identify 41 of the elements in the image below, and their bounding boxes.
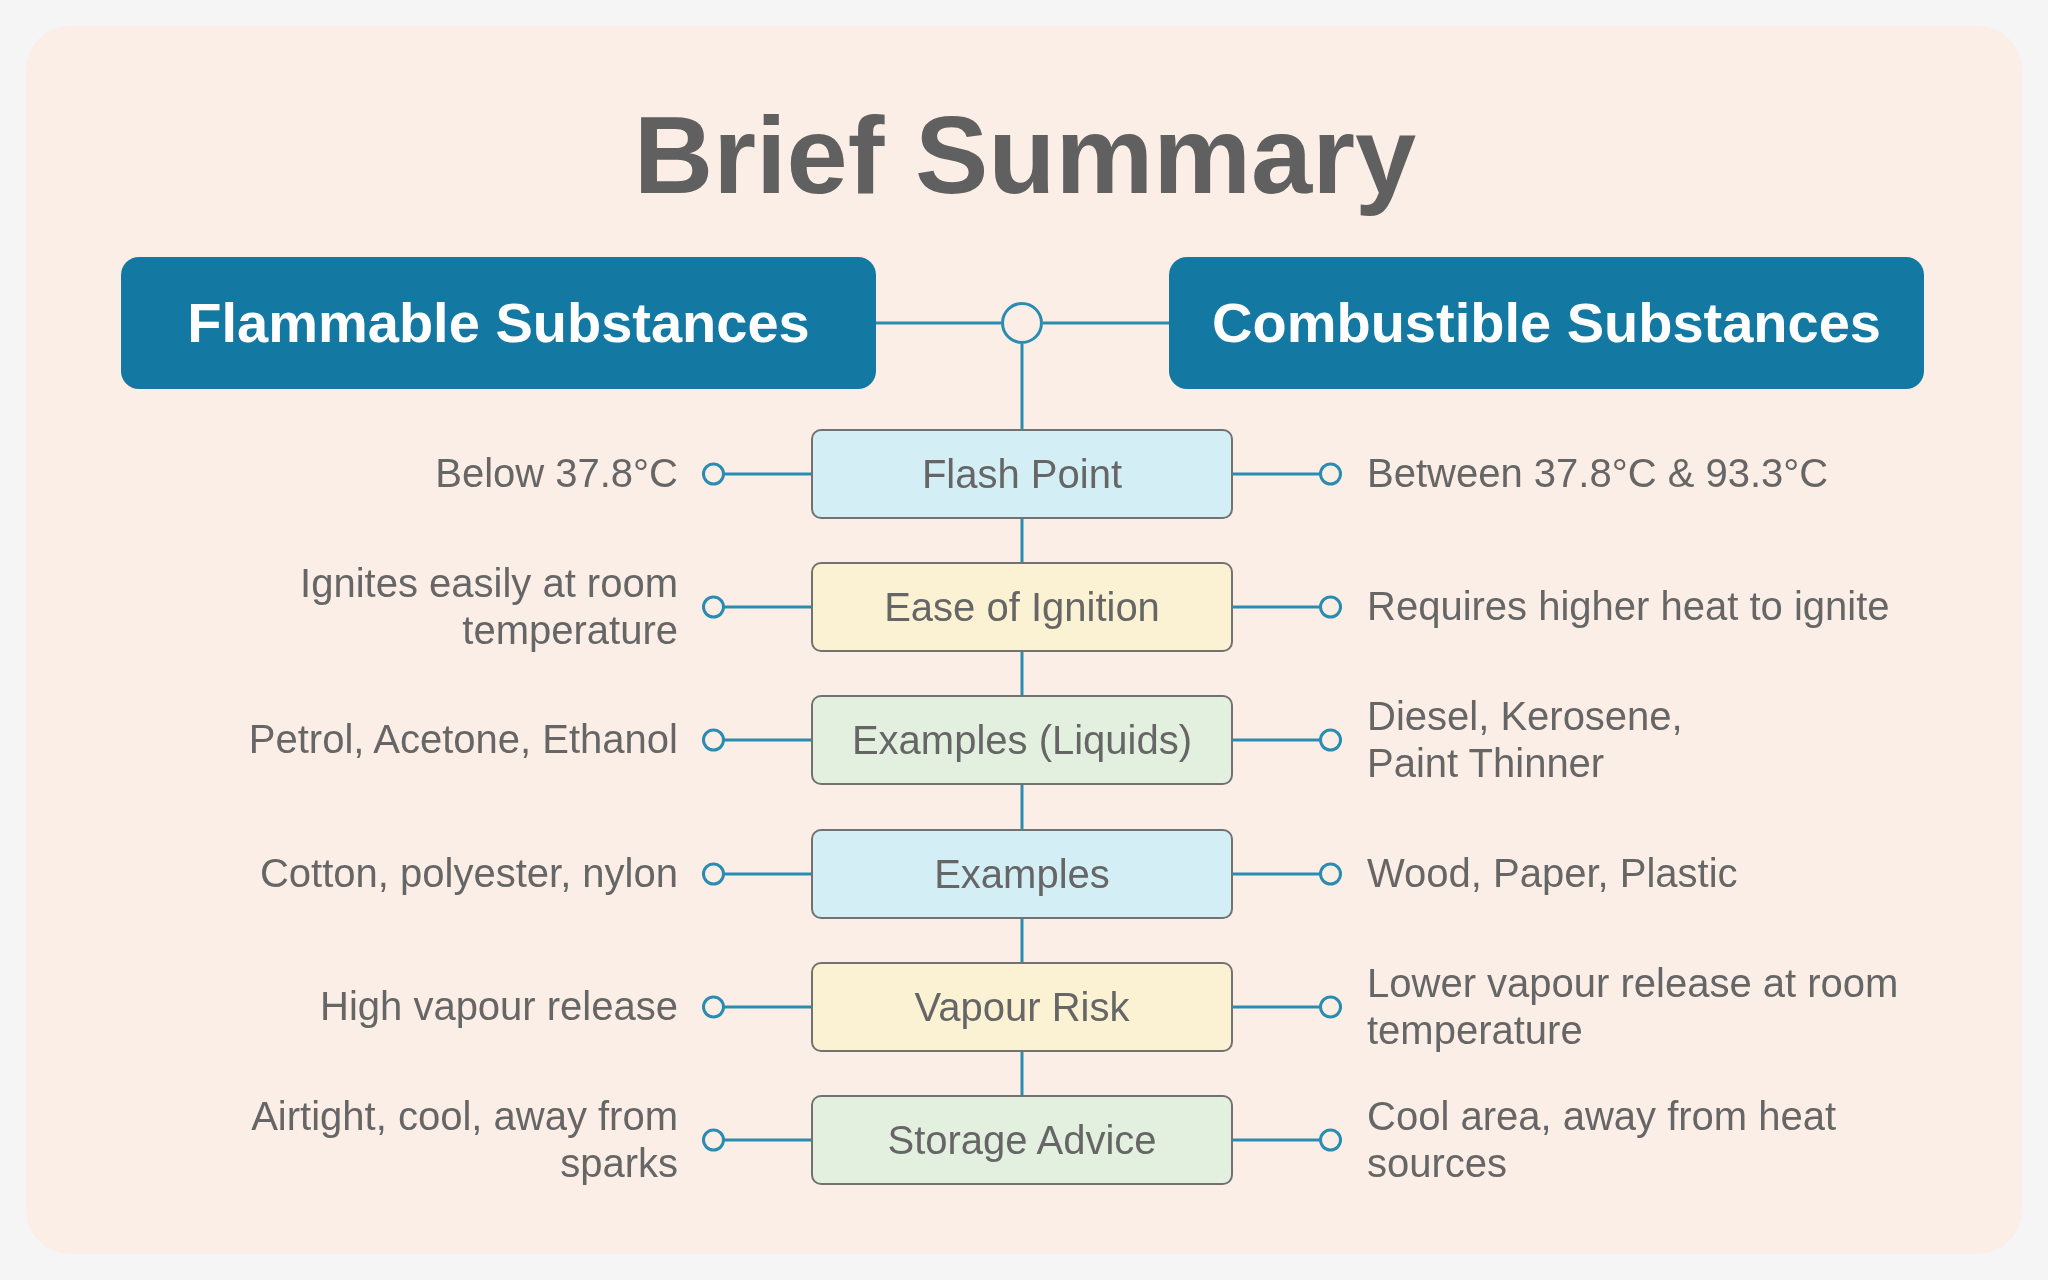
connector-line (1043, 321, 1169, 325)
property-box: Examples (811, 829, 1233, 919)
property-value-text: Ignites easily at room temperature (258, 559, 702, 655)
connector-line (702, 862, 811, 886)
title: Brief Summary (633, 92, 1417, 218)
category-header: Flammable Substances (121, 257, 876, 389)
property-box: Storage Advice (811, 1095, 1233, 1185)
connector-line (1233, 995, 1342, 1019)
connector-line (1020, 519, 1024, 562)
connector-line (1233, 462, 1342, 486)
connector-line (1233, 728, 1342, 752)
connector-line (702, 462, 811, 486)
property-value-text: Cool area, away from heat sources (1342, 1092, 1867, 1188)
connector-line (702, 995, 811, 1019)
connector-line (1020, 919, 1024, 962)
property-box: Ease of Ignition (811, 562, 1233, 652)
connector-line (702, 1128, 811, 1152)
property-value-text: Below 37.8°C (435, 450, 702, 498)
property-value-text: Between 37.8°C & 93.3°C (1342, 450, 1829, 498)
property-value-text: Cotton, polyester, nylon (259, 850, 702, 898)
connector-line (702, 728, 811, 752)
connector-line (876, 321, 1001, 325)
connector-line (1233, 595, 1342, 619)
property-value-text: High vapour release (320, 983, 702, 1031)
property-value-text: Requires higher heat to ignite (1342, 583, 1890, 631)
connector-line (1020, 652, 1024, 695)
connector-line (1020, 344, 1024, 429)
connector-line (1020, 1052, 1024, 1095)
property-box: Vapour Risk (811, 962, 1233, 1052)
property-value-text: Lower vapour release at room temperature (1342, 959, 1927, 1055)
connector-line (1233, 1128, 1342, 1152)
property-box: Examples (Liquids) (811, 695, 1233, 785)
connector-line (702, 595, 811, 619)
property-value-text: Airtight, cool, away from sparks (218, 1092, 702, 1188)
connector-line (1020, 785, 1024, 829)
property-value-text: Wood, Paper, Plastic (1342, 850, 1738, 898)
property-value-text: Diesel, Kerosene, Paint Thinner (1342, 692, 1707, 788)
connector-line (1233, 862, 1342, 886)
property-box: Flash Point (811, 429, 1233, 519)
property-value-text: Petrol, Acetone, Ethanol (248, 716, 702, 764)
category-header: Combustible Substances (1169, 257, 1924, 389)
